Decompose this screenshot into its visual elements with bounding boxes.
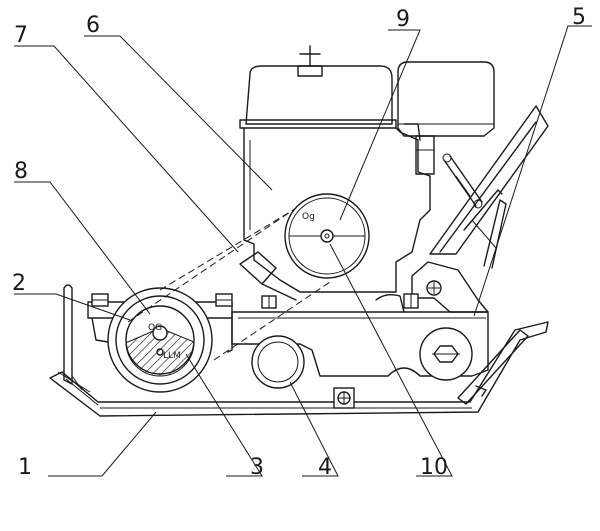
callout-7: 7 xyxy=(14,23,28,48)
callout-8: 8 xyxy=(14,159,28,184)
leader-lines xyxy=(14,25,592,477)
transport-wheel xyxy=(419,327,473,381)
chassis-body xyxy=(231,311,489,409)
callout-1: 1 xyxy=(18,455,32,480)
belt-drive xyxy=(127,199,331,361)
engine-body xyxy=(239,45,431,293)
handle-bracket xyxy=(375,261,489,313)
front-handle xyxy=(57,284,91,393)
callout-labels: 1 2 3 4 5 6 7 8 9 10 xyxy=(12,5,586,480)
callout-3: 3 xyxy=(250,455,264,480)
throttle-cable xyxy=(442,153,483,209)
callout-2: 2 xyxy=(12,271,26,296)
engine-mount xyxy=(239,251,297,301)
chassis-bolts xyxy=(261,293,419,309)
callout-4: 4 xyxy=(318,455,332,480)
guide-handle xyxy=(429,105,549,269)
engine-pulley: Og xyxy=(284,193,370,279)
callout-6: 6 xyxy=(86,13,100,38)
callout-10: 10 xyxy=(420,455,448,480)
exciter-mark-top: OG xyxy=(148,323,162,333)
exciter-mark-bottom: LLM xyxy=(163,351,181,361)
callout-5: 5 xyxy=(572,5,586,30)
eccentric-weight: OG LLM xyxy=(125,323,195,377)
callout-9: 9 xyxy=(396,7,410,32)
tension-roller xyxy=(251,335,305,389)
pulley-mark: Og xyxy=(302,212,315,222)
rear-guard xyxy=(457,329,529,405)
air-filter xyxy=(397,61,495,175)
